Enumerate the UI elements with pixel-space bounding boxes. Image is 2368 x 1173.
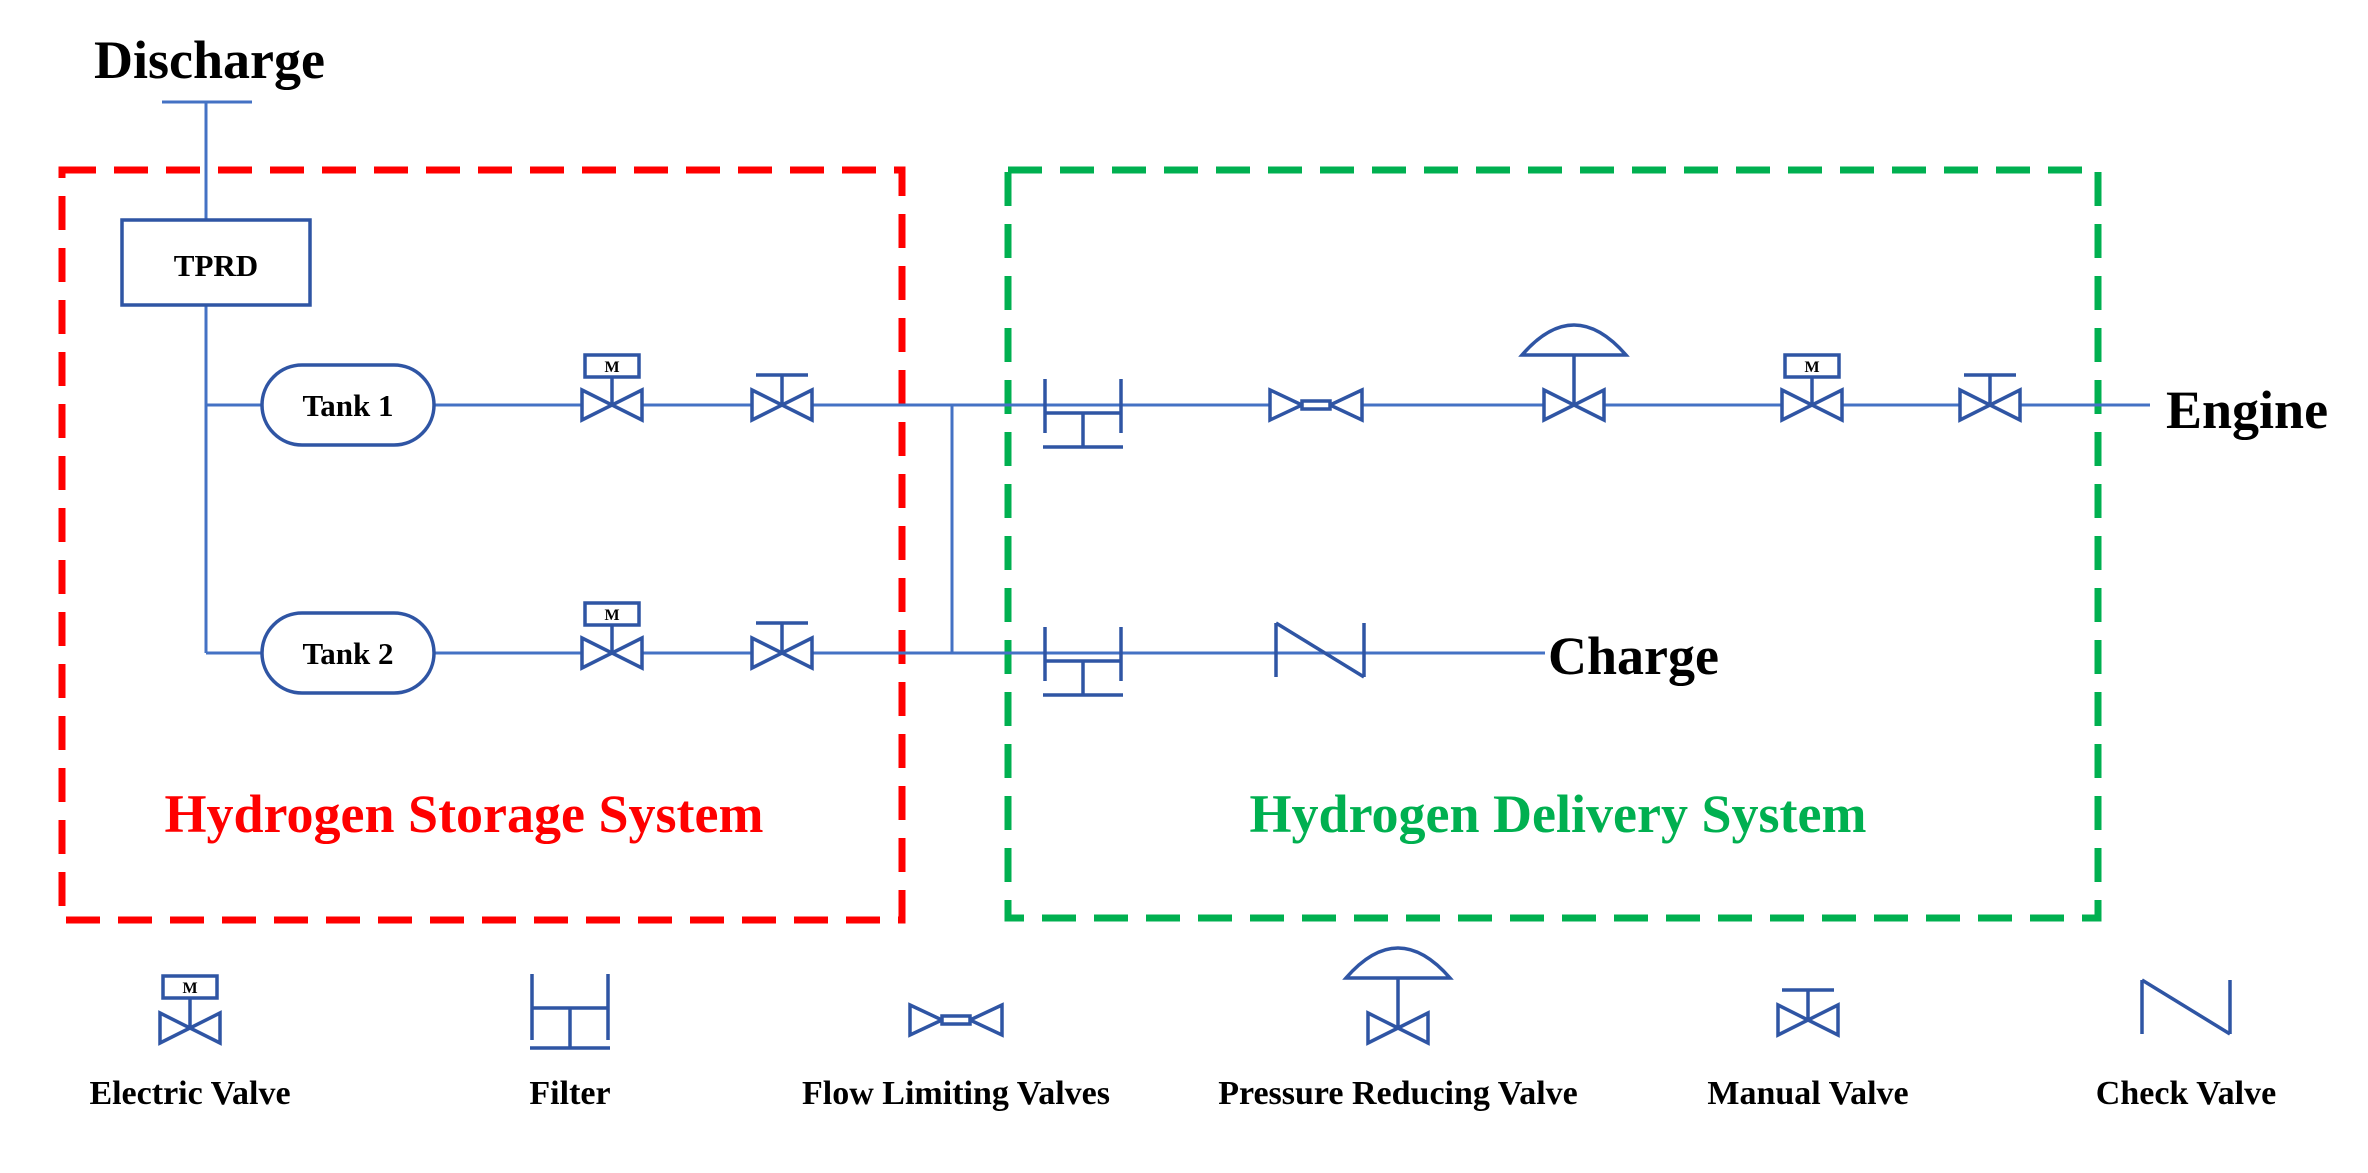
electric-valve-delivery-mark: M <box>1804 359 1819 376</box>
manual-valve-row2 <box>750 621 814 671</box>
legend-filter-icon <box>530 974 610 1050</box>
legend-pressure-reducing-valve-icon <box>1342 946 1454 1046</box>
electric-valve-row2-mark: M <box>604 607 619 624</box>
tank-2-label: Tank 2 <box>302 636 393 671</box>
legend-manual-valve-icon <box>1776 988 1840 1038</box>
discharge-label: Discharge <box>94 30 325 90</box>
electric-valve-row1-mark: M <box>604 359 619 376</box>
manual-valve-row1 <box>750 373 814 423</box>
filter-row2 <box>1043 627 1123 697</box>
engine-label: Engine <box>2166 380 2328 440</box>
check-valve-charge <box>1274 621 1366 679</box>
delivery-system-label: Hydrogen Delivery System <box>1250 784 1867 844</box>
tprd-label: TPRD <box>174 248 258 283</box>
legend-electric-valve-icon: M <box>158 974 222 1046</box>
delivery-system-boundary <box>1004 166 2102 922</box>
tank-1-label: Tank 1 <box>302 388 393 423</box>
electric-valve-row1: M <box>580 353 644 423</box>
legend-flow-limiting-valve-icon <box>908 1002 1004 1038</box>
legend-label-electric-valve: Electric Valve <box>89 1075 290 1112</box>
storage-system-boundary <box>58 166 906 924</box>
legend-electric-valve-mark: M <box>182 980 197 997</box>
electric-valve-row2: M <box>580 601 644 671</box>
flow-limiting-valve <box>1268 387 1364 423</box>
filter-row1 <box>1043 379 1123 449</box>
legend-label-filter: Filter <box>529 1075 610 1112</box>
tank-1: Tank 1 <box>260 363 436 447</box>
pressure-reducing-valve <box>1518 323 1630 423</box>
tprd-box: TPRD <box>120 218 312 307</box>
electric-valve-delivery: M <box>1780 353 1844 423</box>
legend-label-manual-valve: Manual Valve <box>1707 1075 1908 1112</box>
legend-label-pressure-reducing-valve: Pressure Reducing Valve <box>1218 1075 1578 1112</box>
legend-check-valve-icon <box>2140 978 2232 1036</box>
storage-system-label: Hydrogen Storage System <box>165 784 764 844</box>
legend-label-check-valve: Check Valve <box>2096 1075 2276 1112</box>
piping <box>162 100 2150 655</box>
legend-label-flow-limiting-valves: Flow Limiting Valves <box>802 1075 1110 1112</box>
legend: M <box>89 946 2276 1112</box>
tank-2: Tank 2 <box>260 611 436 695</box>
charge-label: Charge <box>1548 626 1719 686</box>
manual-valve-delivery <box>1958 373 2022 423</box>
